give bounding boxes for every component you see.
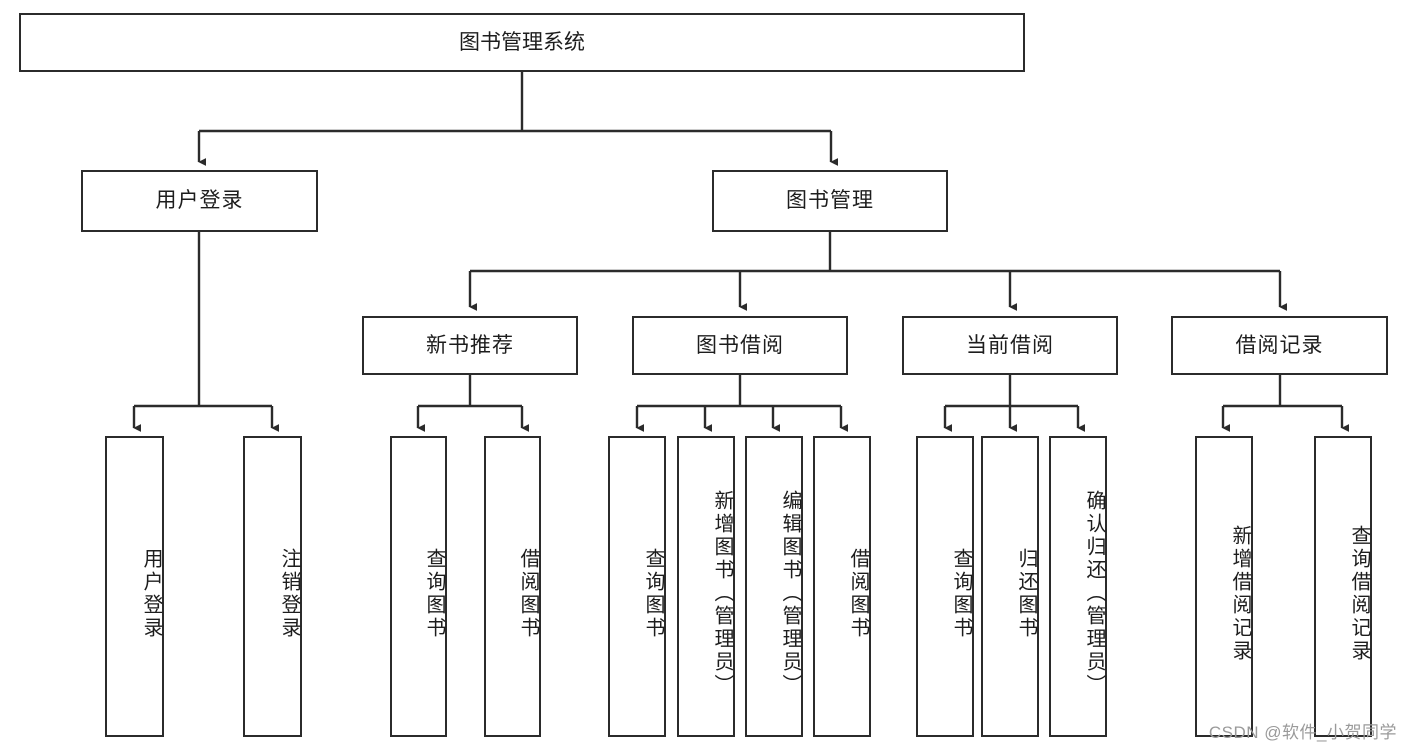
leaf-current-query-book[interactable]: 查询图书	[916, 436, 974, 737]
node-book-management[interactable]: 图书管理	[712, 170, 948, 232]
node-label: 查询图书	[423, 547, 445, 640]
node-label: 查询借阅记录	[1348, 524, 1370, 663]
leaf-borrow-edit-book-admin[interactable]: 编辑图书（管理员）	[745, 436, 803, 737]
node-book-borrow[interactable]: 图书借阅	[632, 316, 848, 375]
node-label: 新增图书（管理员）	[711, 490, 733, 697]
node-label: 确认归还（管理员）	[1083, 490, 1105, 697]
node-root-system[interactable]: 图书管理系统	[19, 13, 1025, 72]
node-label: 借阅记录	[1235, 333, 1324, 357]
node-label: 用户登录	[140, 547, 162, 640]
node-label: 新书推荐	[426, 333, 514, 357]
leaf-recommend-borrow-book[interactable]: 借阅图书	[484, 436, 541, 737]
watermark-text: CSDN @软件_小贺同学	[1208, 723, 1397, 742]
node-label: 借阅图书	[517, 547, 539, 640]
node-label: 编辑图书（管理员）	[779, 490, 801, 697]
node-label: 借阅图书	[847, 547, 869, 640]
node-label: 注销登录	[278, 547, 300, 640]
node-user-login[interactable]: 用户登录	[81, 170, 318, 232]
node-label: 图书管理	[786, 189, 874, 213]
leaf-record-add-borrow-record[interactable]: 新增借阅记录	[1195, 436, 1253, 737]
leaf-borrow-borrow-book[interactable]: 借阅图书	[813, 436, 871, 737]
leaf-record-query-borrow-record[interactable]: 查询借阅记录	[1314, 436, 1372, 737]
leaf-borrow-add-book-admin[interactable]: 新增图书（管理员）	[677, 436, 735, 737]
node-label: 当前借阅	[966, 333, 1054, 357]
node-label: 图书管理系统	[459, 30, 585, 54]
leaf-current-return-book[interactable]: 归还图书	[981, 436, 1039, 737]
node-label: 归还图书	[1015, 547, 1037, 640]
node-label: 用户登录	[155, 189, 244, 213]
leaf-borrow-query-book[interactable]: 查询图书	[608, 436, 666, 737]
node-label: 新增借阅记录	[1229, 524, 1251, 663]
node-label: 查询图书	[950, 547, 972, 640]
node-new-book-recommend[interactable]: 新书推荐	[362, 316, 578, 375]
leaf-user-logout[interactable]: 注销登录	[243, 436, 302, 737]
node-borrow-record[interactable]: 借阅记录	[1171, 316, 1388, 375]
leaf-recommend-query-book[interactable]: 查询图书	[390, 436, 447, 737]
node-current-borrow[interactable]: 当前借阅	[902, 316, 1118, 375]
node-label: 图书借阅	[696, 333, 784, 357]
leaf-user-login[interactable]: 用户登录	[105, 436, 164, 737]
node-label: 查询图书	[642, 547, 664, 640]
leaf-current-confirm-return-admin[interactable]: 确认归还（管理员）	[1049, 436, 1107, 737]
